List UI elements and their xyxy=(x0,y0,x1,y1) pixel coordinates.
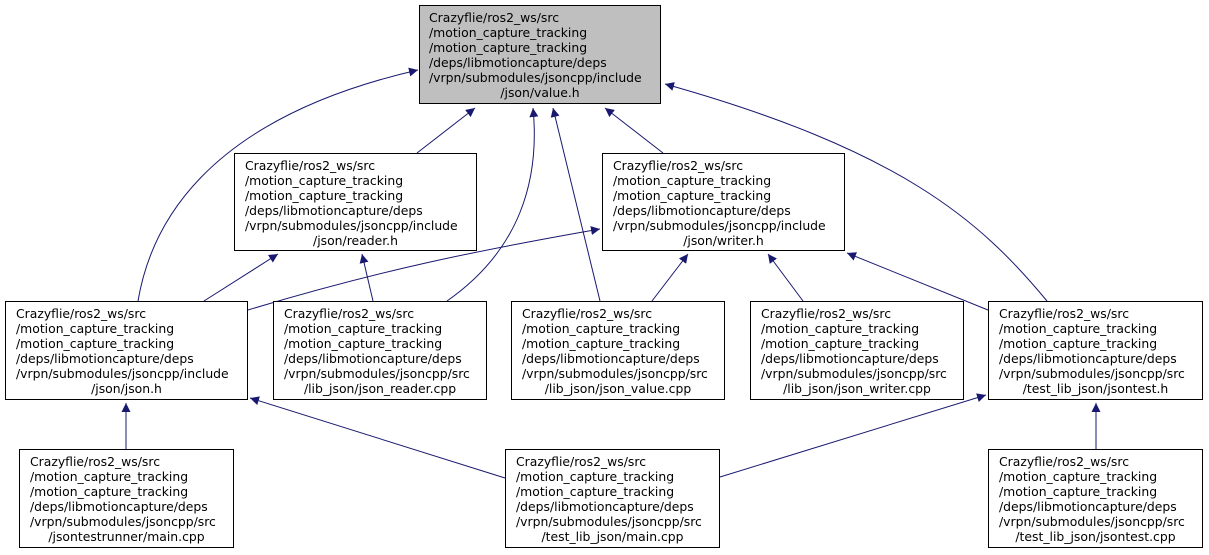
node-line: Crazyflie/ros2_ws/src xyxy=(16,306,147,321)
node-runner-main-cpp[interactable]: Crazyflie/ros2_ws/src /motion_capture_tr… xyxy=(19,449,234,548)
edge-json-h-to-reader-h xyxy=(203,253,279,302)
node-line: /motion_capture_tracking xyxy=(999,321,1158,336)
node-line: /motion_capture_tracking xyxy=(999,484,1158,499)
node-line: Crazyflie/ros2_ws/src xyxy=(245,158,376,173)
node-line: Crazyflie/ros2_ws/src xyxy=(999,306,1130,321)
node-line: /motion_capture_tracking xyxy=(613,173,772,188)
node-test-main-cpp[interactable]: Crazyflie/ros2_ws/src /motion_capture_tr… xyxy=(505,449,720,548)
node-line: /lib_json/json_writer.cpp xyxy=(783,381,931,396)
node-value-h[interactable]: Crazyflie/ros2_ws/src /motion_capture_tr… xyxy=(419,5,661,104)
node-line: /deps/libmotioncapture/deps xyxy=(429,55,607,70)
node-line: /deps/libmotioncapture/deps xyxy=(613,203,791,218)
node-line: /motion_capture_tracking xyxy=(284,321,443,336)
node-line: /deps/libmotioncapture/deps xyxy=(30,499,208,514)
node-line: /json/json.h xyxy=(91,381,162,396)
node-line: Crazyflie/ros2_ws/src xyxy=(30,454,161,469)
node-line: /test_lib_json/main.cpp xyxy=(541,529,684,544)
edge-json-h-to-writer-h xyxy=(247,226,601,311)
node-line: /motion_capture_tracking xyxy=(30,469,189,484)
node-line: /lib_json/json_value.cpp xyxy=(544,381,692,396)
node-line: /json/reader.h xyxy=(313,233,398,248)
node-jsontest-h[interactable]: Crazyflie/ros2_ws/src /motion_capture_tr… xyxy=(988,301,1203,400)
edge-test-main-cpp-to-json-h xyxy=(249,396,506,479)
node-line: /motion_capture_tracking xyxy=(429,40,588,55)
node-line: Crazyflie/ros2_ws/src xyxy=(284,306,415,321)
edge-json-reader-cpp-to-value-h xyxy=(446,107,539,302)
edge-jsontest-h-to-value-h xyxy=(664,82,1048,302)
node-line: /motion_capture_tracking xyxy=(522,321,681,336)
node-line: /json/value.h xyxy=(500,85,580,100)
node-writer-h[interactable]: Crazyflie/ros2_ws/src /motion_capture_tr… xyxy=(602,153,845,251)
node-line: /vrpn/submodules/jsoncpp/src xyxy=(999,366,1185,381)
node-line: /motion_capture_tracking xyxy=(16,336,175,351)
node-line: /deps/libmotioncapture/deps xyxy=(761,351,939,366)
node-line: /deps/libmotioncapture/deps xyxy=(999,499,1177,514)
node-line: /motion_capture_tracking xyxy=(999,469,1158,484)
node-line: /motion_capture_tracking xyxy=(761,321,920,336)
node-line: /vrpn/submodules/jsoncpp/src xyxy=(761,366,947,381)
node-line: /vrpn/submodules/jsoncpp/include xyxy=(613,218,826,233)
node-line: /deps/libmotioncapture/deps xyxy=(516,499,694,514)
node-line: /deps/libmotioncapture/deps xyxy=(999,351,1177,366)
node-line: /jsontestrunner/main.cpp xyxy=(48,529,205,544)
node-line: /motion_capture_tracking xyxy=(16,321,175,336)
node-line: /vrpn/submodules/jsoncpp/src xyxy=(284,366,470,381)
node-line: /deps/libmotioncapture/deps xyxy=(16,351,194,366)
edge-jsontest-h-to-writer-h xyxy=(846,252,989,311)
node-line: Crazyflie/ros2_ws/src xyxy=(999,454,1130,469)
edge-json-value-cpp-to-value-h xyxy=(550,107,601,302)
node-line: Crazyflie/ros2_ws/src xyxy=(516,454,647,469)
node-line: /vrpn/submodules/jsoncpp/src xyxy=(999,514,1185,529)
node-line: /vrpn/submodules/jsoncpp/include xyxy=(16,366,229,381)
node-line: /test_lib_json/jsontest.h xyxy=(1022,381,1169,396)
edge-test-main-cpp-to-jsontest-h xyxy=(719,393,987,478)
node-reader-h[interactable]: Crazyflie/ros2_ws/src /motion_capture_tr… xyxy=(234,153,477,251)
node-line: Crazyflie/ros2_ws/src xyxy=(761,306,892,321)
node-line: /vrpn/submodules/jsoncpp/include xyxy=(429,70,642,85)
node-line: /motion_capture_tracking xyxy=(30,484,189,499)
node-line: /motion_capture_tracking xyxy=(516,469,675,484)
node-line: Crazyflie/ros2_ws/src xyxy=(522,306,653,321)
node-line: /lib_json/json_reader.cpp xyxy=(303,381,457,396)
edge-json-writer-cpp-to-writer-h xyxy=(767,253,804,302)
node-line: /motion_capture_tracking xyxy=(999,336,1158,351)
node-line: /motion_capture_tracking xyxy=(613,188,772,203)
node-line: /deps/libmotioncapture/deps xyxy=(245,203,423,218)
node-line: /deps/libmotioncapture/deps xyxy=(522,351,700,366)
node-line: /vrpn/submodules/jsoncpp/include xyxy=(245,218,458,233)
edge-json-reader-cpp-to-reader-h xyxy=(359,253,374,302)
node-jsontest-cpp[interactable]: Crazyflie/ros2_ws/src /motion_capture_tr… xyxy=(988,449,1203,548)
node-line: /motion_capture_tracking xyxy=(516,484,675,499)
node-line: /motion_capture_tracking xyxy=(761,336,920,351)
node-line: Crazyflie/ros2_ws/src xyxy=(613,158,744,173)
node-json-h[interactable]: Crazyflie/ros2_ws/src /motion_capture_tr… xyxy=(5,301,248,400)
node-line: /vrpn/submodules/jsoncpp/src xyxy=(516,514,702,529)
node-line: /motion_capture_tracking xyxy=(284,336,443,351)
node-line: /vrpn/submodules/jsoncpp/src xyxy=(522,366,708,381)
node-line: /vrpn/submodules/jsoncpp/src xyxy=(30,514,216,529)
node-line: /deps/libmotioncapture/deps xyxy=(284,351,462,366)
node-json-value-cpp[interactable]: Crazyflie/ros2_ws/src /motion_capture_tr… xyxy=(511,301,725,400)
node-line: Crazyflie/ros2_ws/src xyxy=(429,10,560,25)
node-json-reader-cpp[interactable]: Crazyflie/ros2_ws/src /motion_capture_tr… xyxy=(273,301,487,400)
edge-writer-h-to-value-h xyxy=(604,107,664,154)
node-line: /json/writer.h xyxy=(683,233,764,248)
node-line: /motion_capture_tracking xyxy=(429,25,588,40)
edge-json-value-cpp-to-writer-h xyxy=(651,253,689,302)
node-line: /test_lib_json/jsontest.cpp xyxy=(1015,529,1176,544)
edge-json-h-to-value-h xyxy=(137,67,419,302)
node-line: /motion_capture_tracking xyxy=(245,188,404,203)
node-json-writer-cpp[interactable]: Crazyflie/ros2_ws/src /motion_capture_tr… xyxy=(750,301,964,400)
node-line: /motion_capture_tracking xyxy=(245,173,404,188)
edge-reader-h-to-value-h xyxy=(416,107,476,154)
node-line: /motion_capture_tracking xyxy=(522,336,681,351)
